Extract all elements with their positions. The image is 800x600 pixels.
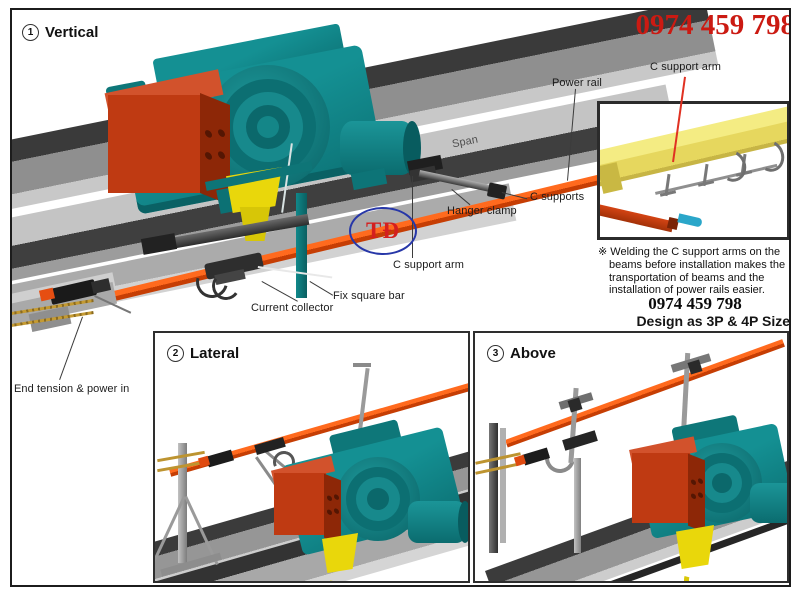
box-dot	[698, 491, 703, 499]
control-box-front	[274, 473, 326, 535]
box-dot	[334, 493, 339, 501]
lateral-end-connector	[205, 449, 235, 468]
note-marker: ※	[598, 246, 608, 258]
panel-title-vertical: 1 Vertical	[22, 24, 98, 41]
box-dot	[691, 492, 696, 500]
box-dot	[218, 150, 225, 161]
hoist-lateral	[260, 419, 468, 581]
box-dot	[691, 478, 696, 486]
hook-block	[676, 525, 714, 569]
leader-c-support-arm	[412, 176, 413, 258]
box-dot	[698, 477, 703, 485]
above-end-post-light	[500, 428, 506, 543]
above-tall-post	[574, 458, 581, 553]
above-gold-rod	[475, 462, 521, 475]
c-support-arm-label: C support arm	[393, 259, 464, 271]
lateral-hanger-top	[353, 363, 371, 367]
note-text: Welding the C support arms on the beams …	[609, 246, 786, 297]
fix-square-bar-post	[296, 193, 307, 298]
hoist-motor	[750, 483, 787, 523]
control-box-side	[688, 453, 705, 533]
phone-number-top: 0974 459 798	[635, 9, 791, 41]
panel-title-vertical-text: Vertical	[45, 24, 99, 41]
hook-block	[322, 533, 358, 573]
circled-number-3: 3	[487, 345, 504, 362]
hoist-motor	[408, 501, 466, 543]
welding-note: ※ Welding the C support arms on the beam…	[598, 246, 789, 297]
box-dot	[327, 494, 332, 502]
box-dot	[334, 507, 339, 515]
leader-current-collector	[261, 281, 298, 302]
current-collector-label: Current collector	[251, 302, 334, 314]
panel-title-lateral: 2 Lateral	[167, 345, 239, 362]
hoist-above	[614, 414, 787, 581]
inset-c-support-arm-label: C support arm	[650, 61, 721, 73]
hoist-motor-cap	[458, 501, 468, 543]
circled-number-1: 1	[22, 24, 39, 41]
c-supports-label: C supports	[530, 191, 585, 203]
above-panel: 3 Above	[473, 331, 789, 583]
hoist-vertical	[100, 23, 421, 241]
panel-title-above-text: Above	[510, 345, 556, 362]
end-tension-label: End tension & power in	[14, 383, 130, 395]
phone-number-note: 0974 459 798	[648, 294, 742, 313]
outer-frame: 1 Vertical Span	[10, 8, 791, 587]
panel-title-above: 3 Above	[487, 345, 556, 362]
leader-end-tension	[59, 316, 83, 380]
hanger-clamp-label: Hanger clamp	[447, 205, 517, 217]
collector-cable	[257, 266, 333, 279]
control-box-front	[108, 95, 202, 193]
inset-power-rail-red	[600, 204, 675, 233]
box-dot	[218, 128, 225, 139]
lateral-panel: 2 Lateral	[153, 331, 470, 583]
control-box-side	[324, 473, 341, 545]
box-dot	[205, 150, 212, 161]
hoist-motor	[340, 121, 414, 175]
drum-ring	[712, 473, 732, 493]
td-logo: TĐ	[349, 207, 417, 255]
inset-blue-handle	[677, 213, 703, 228]
drum-ring	[257, 116, 279, 138]
design-size-note: Design as 3P & 4P Size	[636, 313, 790, 329]
panel-title-lateral-text: Lateral	[190, 345, 240, 362]
box-dot	[205, 128, 212, 139]
drum-ring	[367, 488, 389, 510]
circled-number-2: 2	[167, 345, 184, 362]
box-dot	[327, 508, 332, 516]
fix-square-bar-label: Fix square bar	[333, 290, 405, 302]
scene-world: 1 Vertical Span	[12, 9, 791, 585]
power-rail-label: Power rail	[552, 77, 602, 89]
control-box-front	[632, 453, 690, 523]
above-end-post-dark	[489, 423, 498, 553]
above-collector-black	[562, 430, 598, 451]
inset-detail-panel	[597, 101, 789, 240]
leader-fix-square-bar	[309, 281, 334, 296]
td-logo-text: TĐ	[366, 218, 400, 243]
